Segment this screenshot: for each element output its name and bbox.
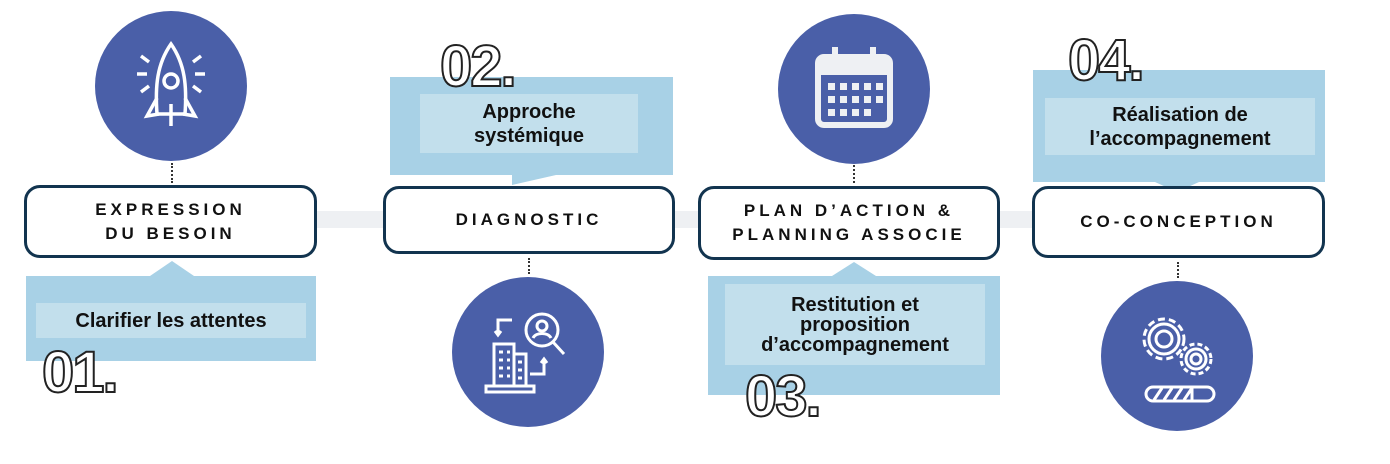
- step-3-detail-line: d’accompagnement: [761, 333, 949, 356]
- building-search-icon: [484, 312, 566, 394]
- step-1-callout-pointer: [150, 261, 194, 276]
- step-2-callout-pointer: [512, 175, 556, 185]
- step-2-detail-line: systémique: [473, 124, 585, 147]
- step-3-title-line: PLANNING ASSOCIE: [732, 225, 966, 244]
- calendar-icon: [815, 47, 893, 128]
- step-2-circle: [452, 277, 604, 427]
- step-2-box: DIAGNOSTIC: [383, 186, 675, 254]
- step-3-detail-line: proposition: [800, 313, 910, 336]
- step-3-callout-pointer: [832, 262, 876, 276]
- step-2-number: 02.: [439, 34, 518, 99]
- step-1-dotted-line: [171, 163, 173, 183]
- step-1-title-line: EXPRESSION: [95, 199, 246, 219]
- gears-progress-icon: [1142, 317, 1216, 403]
- step-1-number: 01.: [41, 340, 120, 405]
- step-2-detail-line: Approche: [482, 100, 576, 123]
- step-1-title-line: DU BESOIN: [105, 223, 236, 243]
- step-4-title: CO-CONCEPTION: [1080, 212, 1277, 231]
- step-3-title-line: PLAN D’ACTION &: [743, 201, 955, 220]
- step-3-circle: [778, 14, 930, 164]
- step-3-box: PLAN D’ACTION & PLANNING ASSOCIE: [698, 186, 1000, 260]
- step-1-detail: Clarifier les attentes: [36, 303, 306, 338]
- step-4-dotted-line: [1177, 262, 1179, 278]
- step-4-detail-line: Réalisation de: [1112, 103, 1248, 126]
- step-1-box: EXPRESSION DU BESOIN: [24, 185, 317, 258]
- step-2-dotted-line: [528, 258, 530, 274]
- rocket-icon: [137, 40, 205, 126]
- step-4-number: 04.: [1067, 28, 1146, 93]
- step-3-dotted-line: [853, 165, 855, 183]
- step-4-circle: [1101, 281, 1253, 431]
- step-2-title: DIAGNOSTIC: [455, 210, 603, 229]
- step-4-detail-line: l’accompagnement: [1089, 127, 1271, 150]
- step-4-box: CO-CONCEPTION: [1032, 186, 1325, 258]
- step-1-circle: [95, 11, 247, 161]
- step-3-detail-line: Restitution et: [791, 293, 919, 316]
- step-3-number: 03.: [744, 364, 823, 429]
